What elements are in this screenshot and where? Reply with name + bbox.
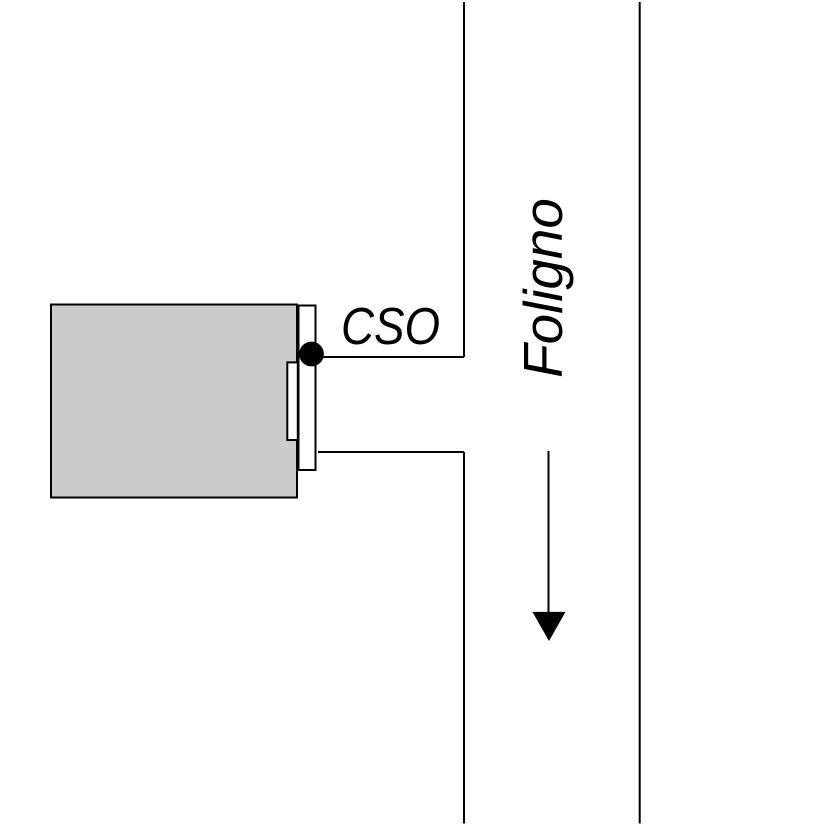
svg-text:Foligno: Foligno — [512, 198, 574, 378]
svg-text:CSO: CSO — [341, 298, 440, 355]
